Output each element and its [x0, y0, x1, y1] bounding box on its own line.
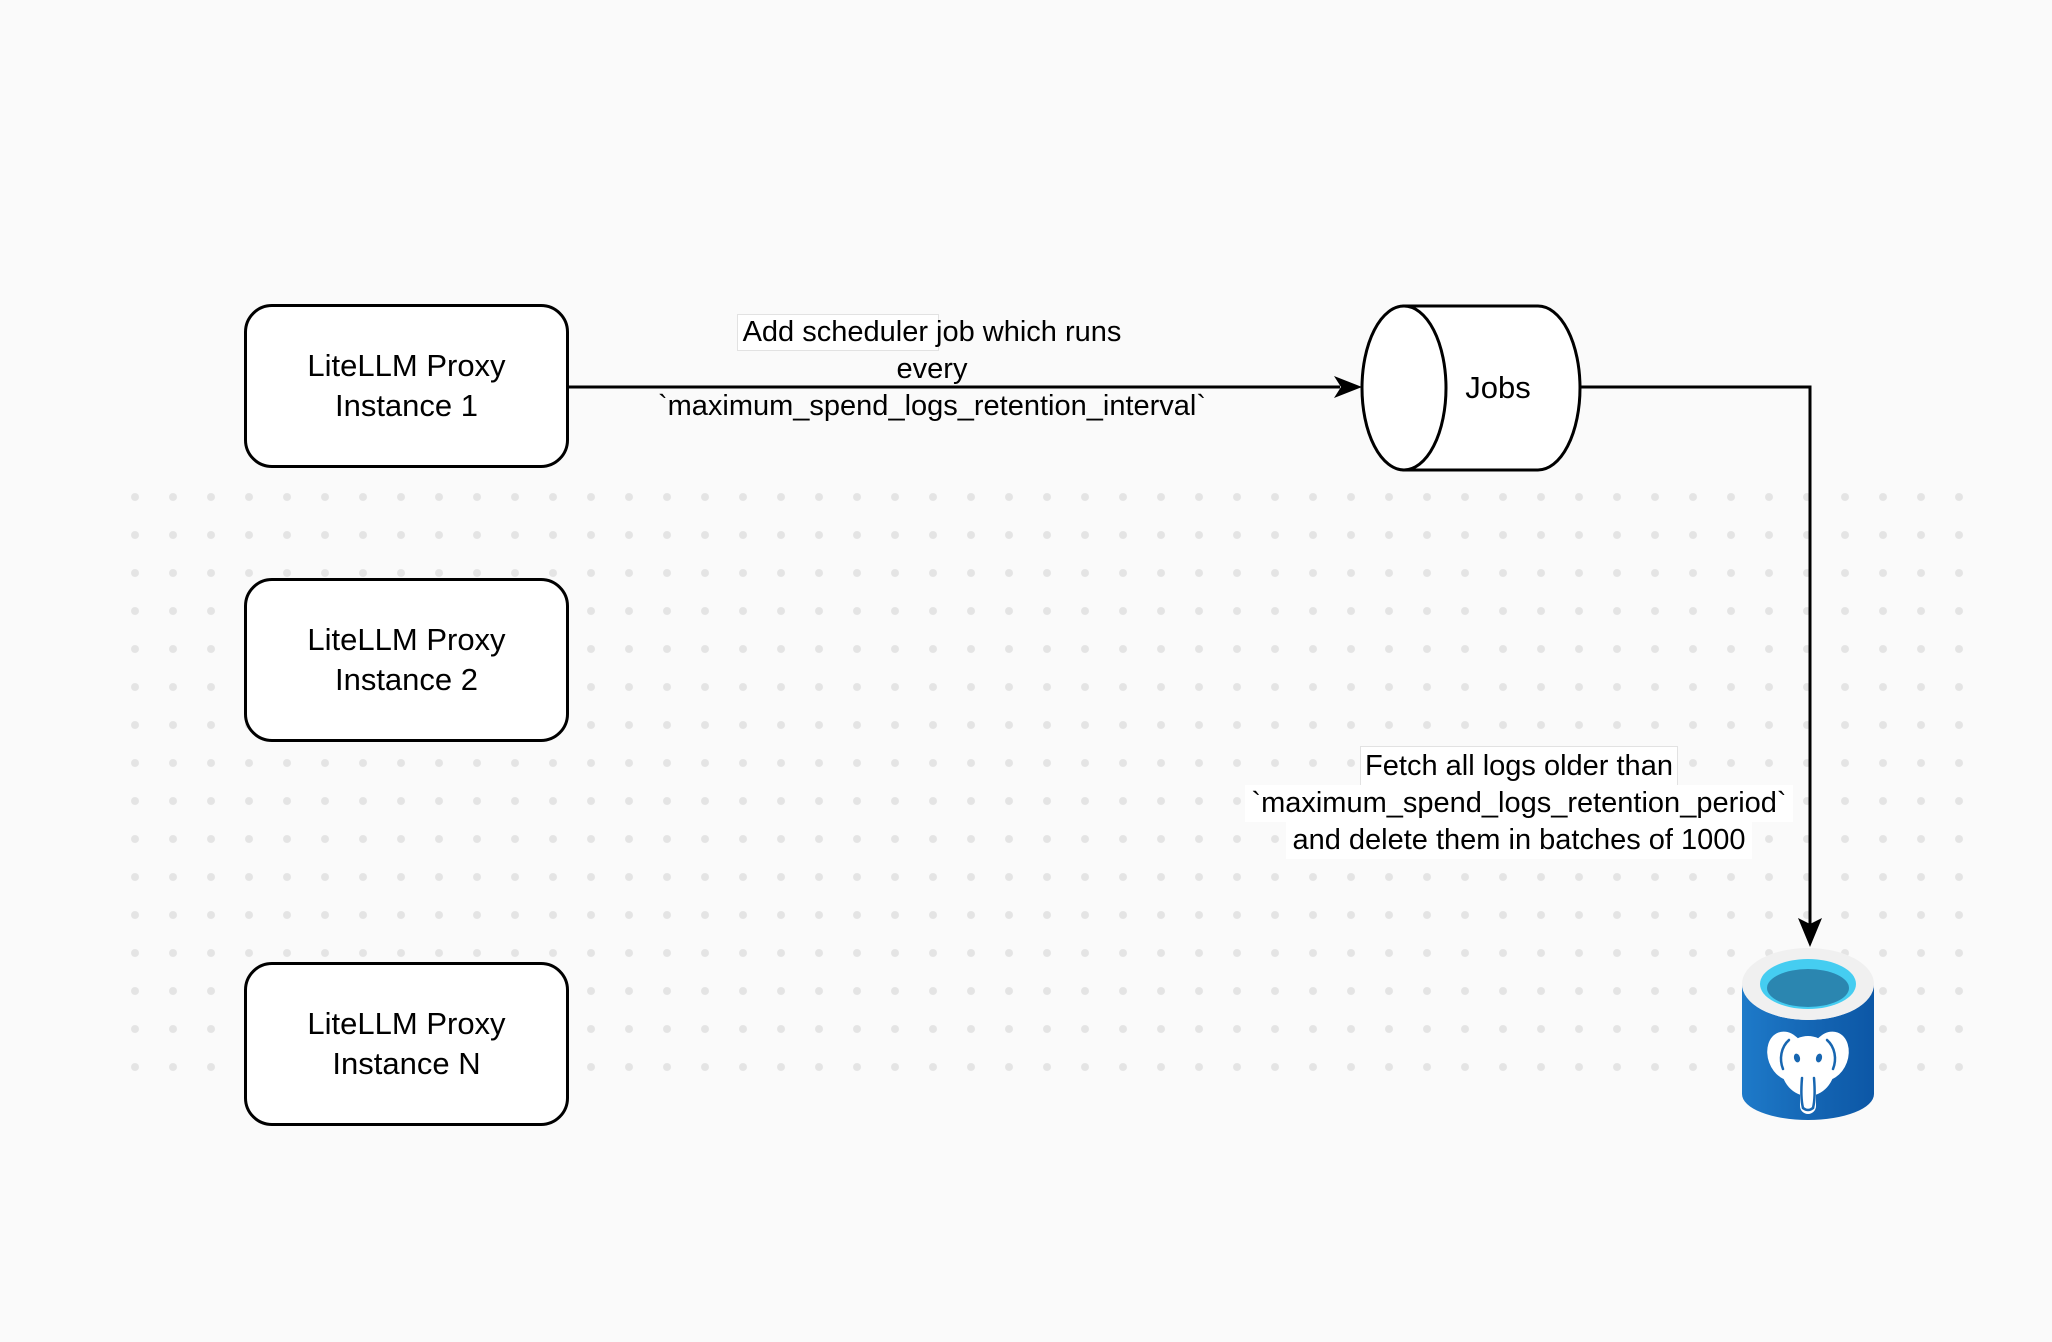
node-label-line1: LiteLLM Proxy	[307, 348, 506, 383]
node-label-line2: Instance 1	[334, 388, 479, 423]
edge-label-line: and delete them in batches of 1000	[1219, 822, 1819, 859]
edge-label-line-bg: and delete them in batches of 1000	[1286, 822, 1752, 859]
node-jobs-label: Jobs	[1465, 370, 1531, 405]
edge-label-line: every `maximum_spend_logs_retention_inte…	[657, 353, 1207, 422]
node-proxy-instance-2: LiteLLM Proxy Instance 2	[244, 578, 569, 742]
edge-label-line-bg: `maximum_spend_logs_retention_period`	[1245, 785, 1793, 822]
edge-fetch-line	[1580, 385, 1812, 926]
edge-label-fetch: Fetch all logs older than `maximum_spend…	[1219, 748, 1819, 859]
postgresql-database-icon	[1742, 948, 1874, 1120]
edge-label-scheduler: Add scheduler job which runs every `maxi…	[632, 314, 1232, 425]
jobs-cylinder-body	[1402, 304, 1582, 472]
edge-label-line: Add scheduler job which runs	[742, 316, 1122, 348]
node-label-line1: LiteLLM Proxy	[307, 622, 506, 657]
node-proxy-instance-n: LiteLLM Proxy Instance N	[244, 962, 569, 1126]
edge-fetch-arrowhead	[1798, 918, 1822, 947]
node-label-line1: LiteLLM Proxy	[307, 1006, 506, 1041]
jobs-cylinder-face	[1360, 304, 1448, 472]
postgres-elephant	[1767, 1031, 1849, 1114]
edge-label-scheduler-bg	[737, 314, 939, 351]
edge-label-fetch-bg	[1360, 746, 1678, 788]
edge-label-line: `maximum_spend_logs_retention_period`	[1219, 785, 1819, 822]
edge-scheduler-arrowhead	[1334, 376, 1362, 398]
node-proxy-instance-1: LiteLLM Proxy Instance 1	[244, 304, 569, 468]
postgres-water-dark	[1767, 969, 1849, 1007]
edge-label-line: Fetch all logs older than	[1365, 750, 1673, 782]
node-label-line2: Instance N	[332, 1046, 481, 1081]
node-label-line2: Instance 2	[334, 662, 479, 697]
jobs-cylinder-shape	[1360, 304, 1582, 472]
